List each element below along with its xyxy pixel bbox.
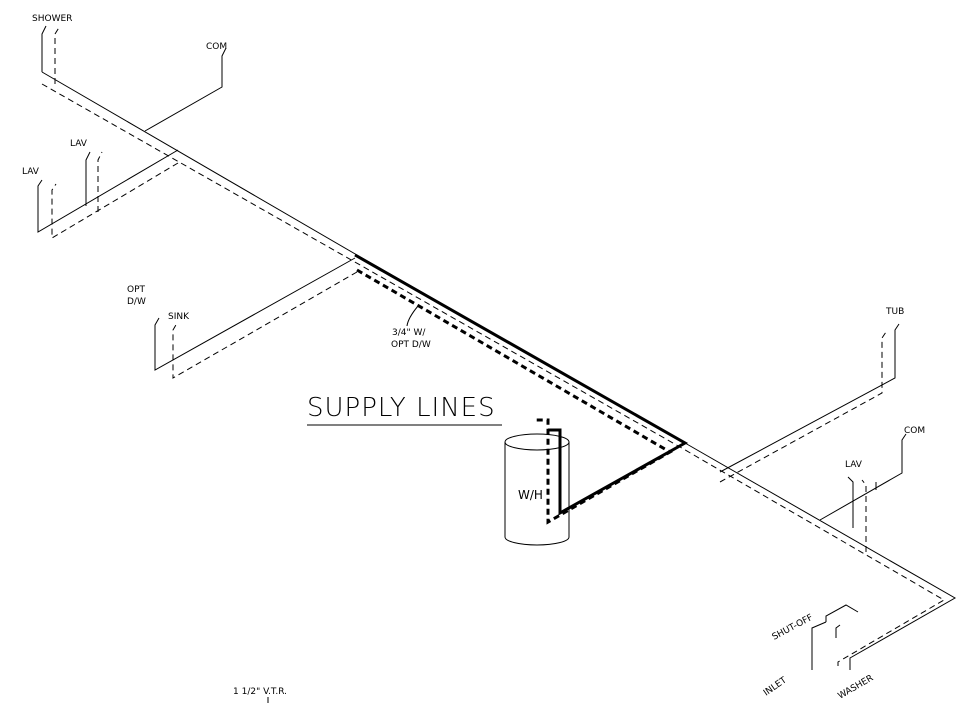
lav-2-cold-riser [85,151,91,206]
cold-main-trunk [41,71,957,670]
inlet-line [811,621,827,670]
note-opt-dw: OPT D/W [391,340,431,350]
tub-cold-branch [719,323,900,473]
sink-cold-branch [154,257,356,371]
com-top-branch [144,47,227,132]
shower-cold-riser [41,25,47,72]
note-3-4: 3/4" W/ [392,328,426,338]
label-tub: TUB [885,307,904,317]
tub-hot-branch [719,331,887,483]
lav-2-hot-riser [97,151,103,212]
shower-hot-riser [54,25,61,84]
diagram-title: SUPPLY LINES [307,393,496,423]
label-inlet: INLET [762,675,789,698]
wh-hot-loop [356,268,673,525]
label-com-top: COM [206,42,227,52]
label-lav-right: LAV [845,460,863,470]
label-opt-dw-1: OPT [127,285,146,295]
lav-right-hot-riser [861,479,867,552]
water-heater [504,433,570,546]
sink-hot-branch [172,271,358,379]
label-shower: SHOWER [32,14,72,24]
com-right-branch [819,433,907,521]
lav-hot-branch [51,162,179,239]
label-com-right: COM [904,426,925,436]
label-washer: WASHER [837,673,876,701]
label-lav-2: LAV [70,139,88,149]
lav-right-cold-riser [847,476,854,528]
note-leader [406,305,419,327]
shut-off-valve [825,604,859,622]
label-sink: SINK [168,312,190,322]
label-lav-1: LAV [22,167,40,177]
washer-line [835,624,841,638]
label-opt-dw-2: D/W [127,297,146,307]
lav-cold-branch [37,149,179,233]
label-water-heater: W/H [518,488,543,502]
label-shut-off: SHUT-OFF [771,613,815,643]
label-vtr: 1 1/2" V.T.R. [233,687,287,697]
hot-main-trunk [41,83,945,668]
wh-cold-loop [354,253,689,516]
